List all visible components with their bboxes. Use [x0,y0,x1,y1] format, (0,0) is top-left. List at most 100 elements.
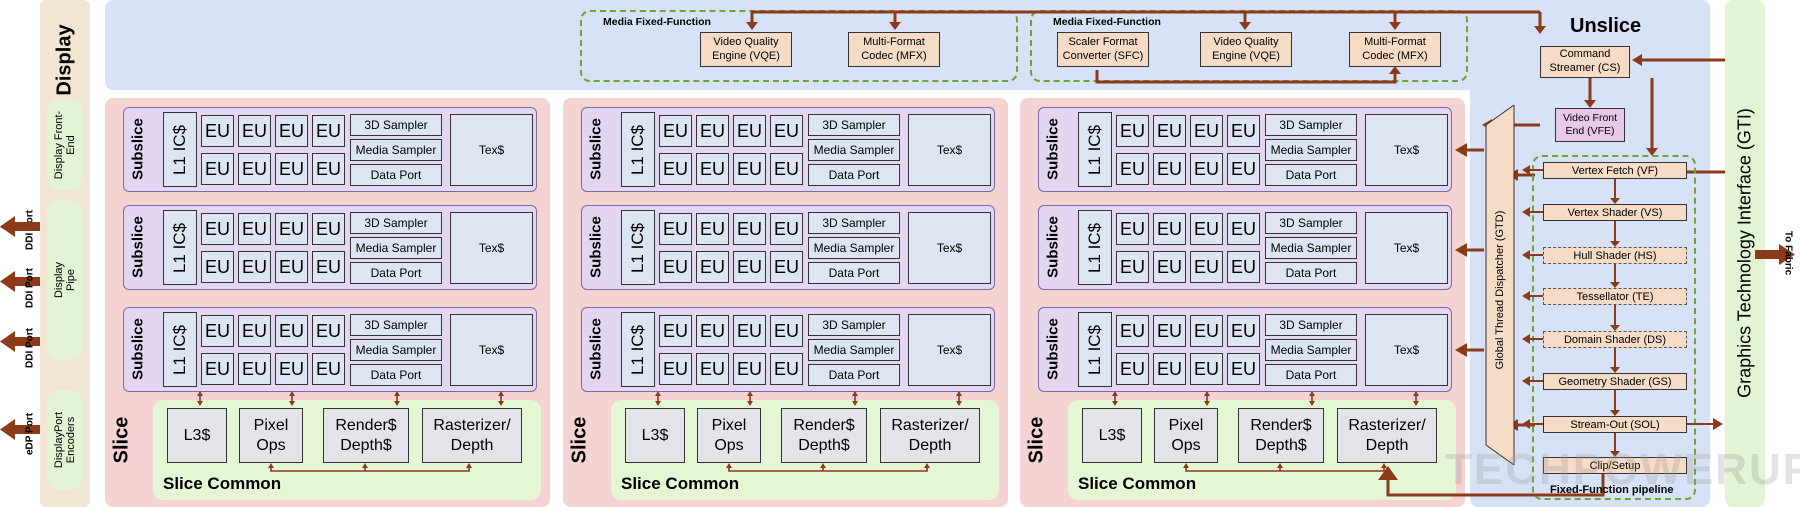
eu: EU [1116,153,1149,185]
eu: EU [1190,251,1223,283]
sampler-3d: 3D Sampler [808,114,900,136]
global-thread-dispatcher [1485,105,1515,465]
l3-cache: L3$ [625,408,685,463]
vertex-shader: Vertex Shader (VS) [1543,204,1687,221]
display-encoders-block [47,390,83,490]
eu: EU [659,251,692,283]
video-front-end: Video Front End (VFE) [1555,108,1625,142]
media-ff-label-right: Media Fixed-Function [1053,16,1161,28]
tex-cache: Tex$ [450,114,533,186]
sampler-3d: 3D Sampler [350,212,442,234]
eu: EU [238,353,271,385]
eu: EU [201,315,234,347]
eu: EU [1227,353,1260,385]
data-port: Data Port [1265,164,1357,186]
media-sampler: Media Sampler [1265,339,1357,361]
eu: EU [1153,213,1186,245]
eu: EU [733,251,766,283]
eu: EU [238,251,271,283]
rasterizer-depth: Rasterizer/ Depth [422,408,522,463]
display-port-arrows [0,216,40,440]
eu: EU [201,251,234,283]
l1-icache: L1 IC$ [621,210,655,285]
eu: EU [275,251,308,283]
eu: EU [770,115,803,147]
eu: EU [1227,153,1260,185]
data-port: Data Port [1265,364,1357,386]
stream-out: Stream-Out (SOL) [1543,416,1687,433]
display-front-end-block [47,100,83,190]
sampler-3d: 3D Sampler [1265,114,1357,136]
slice-connectors [197,391,504,472]
eu: EU [733,115,766,147]
data-port: Data Port [1265,262,1357,284]
sampler-3d: 3D Sampler [808,212,900,234]
eu: EU [733,153,766,185]
eu: EU [1153,153,1186,185]
vqe-left: Video Quality Engine (VQE) [700,32,792,67]
eu: EU [312,153,345,185]
eu: EU [659,153,692,185]
media-sampler: Media Sampler [808,339,900,361]
sfc-right: Scaler Format Converter (SFC) [1057,32,1149,67]
tex-cache: Tex$ [450,212,533,284]
vqe-right: Video Quality Engine (VQE) [1200,32,1292,67]
l1-icache: L1 IC$ [163,312,197,387]
hull-shader: Hull Shader (HS) [1543,247,1687,264]
eu: EU [770,315,803,347]
tex-cache: Tex$ [908,212,991,284]
eu: EU [733,213,766,245]
l1-icache: L1 IC$ [621,312,655,387]
eu: EU [275,315,308,347]
sampler-3d: 3D Sampler [350,114,442,136]
l1-icache: L1 IC$ [621,112,655,187]
eu: EU [770,213,803,245]
eu: EU [696,153,729,185]
vertex-fetch: Vertex Fetch (VF) [1543,162,1687,179]
eu: EU [1190,213,1223,245]
eu: EU [201,115,234,147]
l1-icache: L1 IC$ [163,112,197,187]
command-streamer: Command Streamer (CS) [1540,46,1630,78]
eu: EU [1116,251,1149,283]
eu: EU [312,213,345,245]
eu: EU [1227,251,1260,283]
eu: EU [312,251,345,283]
eu: EU [275,115,308,147]
eu: EU [1190,153,1223,185]
display-pipe-block [47,200,83,360]
pixel-ops: Pixel Ops [239,408,303,463]
eu: EU [696,353,729,385]
eu: EU [275,353,308,385]
l3-cache: L3$ [167,408,227,463]
eu: EU [1153,353,1186,385]
mfx-left: Multi-Format Codec (MFX) [848,32,940,67]
slice-connectors [1112,391,1419,472]
clip-setup: Clip/Setup [1543,457,1687,474]
eu: EU [1227,213,1260,245]
eu: EU [696,115,729,147]
media-ff-label-left: Media Fixed-Function [603,16,711,28]
eu: EU [238,115,271,147]
eu: EU [733,353,766,385]
eu: EU [770,153,803,185]
render-depth-cache: Render$ Depth$ [1238,408,1324,463]
tex-cache: Tex$ [1365,314,1448,386]
l1-icache: L1 IC$ [1078,210,1112,285]
eu: EU [1153,315,1186,347]
eu: EU [659,353,692,385]
eu: EU [1190,353,1223,385]
media-connections [746,10,1546,84]
media-sampler: Media Sampler [350,237,442,259]
eu: EU [659,213,692,245]
unslice-title: Unslice [1570,15,1642,37]
eu: EU [770,251,803,283]
eu: EU [770,353,803,385]
eu: EU [1153,115,1186,147]
eu: EU [1116,213,1149,245]
tex-cache: Tex$ [1365,114,1448,186]
sampler-3d: 3D Sampler [350,314,442,336]
eu: EU [238,315,271,347]
eu: EU [696,251,729,283]
